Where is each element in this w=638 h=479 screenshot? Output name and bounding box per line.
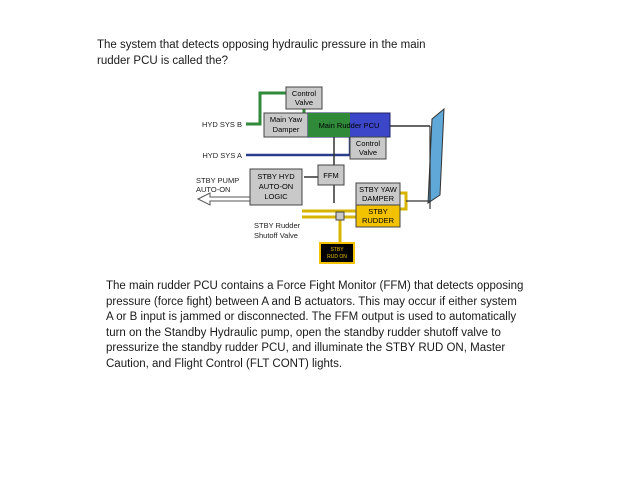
explanation-line: Caution, and Flight Control (FLT CONT) l…: [106, 357, 343, 370]
shutoff-valve-icon: [335, 211, 345, 221]
main-yaw-damper-box: Main Yaw Damper: [263, 112, 309, 138]
svg-text:Valve: Valve: [359, 148, 377, 157]
explanation-line: The main rudder PCU contains a Force Fig…: [106, 280, 524, 292]
hinge-lines: [406, 126, 431, 209]
stby-pump-label: STBY PUMP: [196, 176, 239, 185]
svg-text:STBY YAW: STBY YAW: [359, 185, 398, 194]
explanation-line: pressurize the standby rudder PCU, and i…: [106, 342, 506, 354]
stby-rudder-box: STBY RUDDER: [355, 204, 401, 228]
stby-hyd-logic-box: STBY HYD AUTO-ON LOGIC: [249, 168, 303, 206]
svg-text:STBY: STBY: [368, 207, 388, 216]
hydraulic-rudder-diagram: Control Valve Main Yaw Damper Main Rudde…: [196, 86, 445, 264]
question-line: rudder PCU is called the?: [97, 55, 229, 67]
main-rudder-pcu-box: Main Rudder PCU: [307, 112, 391, 138]
rudder-surface: [427, 107, 445, 204]
explanation-line: turn on the Standby Hydraulic pump, open…: [106, 326, 501, 339]
control-valve-top-box: Control Valve: [285, 86, 323, 110]
svg-text:Valve: Valve: [295, 98, 313, 107]
explanation-text: The main rudder PCU contains a Force Fig…: [106, 279, 576, 372]
ffm-box: FFM: [317, 164, 345, 186]
stby-pump-arrow: [196, 192, 251, 206]
hyd-sys-b-label: HYD SYS B: [202, 120, 242, 129]
svg-text:Control: Control: [356, 139, 381, 148]
signal-lines: [304, 125, 430, 203]
svg-text:Damper: Damper: [273, 125, 300, 134]
svg-text:FFM: FFM: [323, 171, 338, 180]
stby-yaw-damper-box: STBY YAW DAMPER: [355, 182, 401, 206]
svg-text:AUTO-ON: AUTO-ON: [259, 182, 293, 191]
question-text: The system that detects opposing hydraul…: [97, 37, 477, 69]
svg-text:Main Yaw: Main Yaw: [270, 115, 303, 124]
svg-text:STBY: STBY: [330, 247, 344, 253]
svg-text:Control: Control: [292, 89, 317, 98]
svg-text:STBY HYD: STBY HYD: [257, 172, 295, 181]
svg-text:DAMPER: DAMPER: [362, 194, 395, 203]
control-valve-bottom-box: Control Valve: [349, 136, 387, 160]
stby-pump-label: AUTO-ON: [196, 185, 230, 194]
hyd-sys-a-label: HYD SYS A: [202, 151, 242, 160]
stby-rudder-shutoff-label: STBY Rudder: [254, 221, 301, 230]
stby-rud-on-light: STBY RUD ON: [319, 242, 355, 264]
svg-text:RUD ON: RUD ON: [327, 254, 347, 260]
svg-text:LOGIC: LOGIC: [264, 192, 288, 201]
explanation-line: pressure (force fight) between A and B a…: [106, 295, 517, 308]
explanation-line: A or B input is jammed or disconnected. …: [106, 311, 517, 323]
svg-text:Main Rudder PCU: Main Rudder PCU: [319, 121, 380, 130]
question-line: The system that detects opposing hydraul…: [97, 39, 426, 51]
svg-text:RUDDER: RUDDER: [362, 216, 395, 225]
stby-rudder-shutoff-label: Shutoff Valve: [254, 231, 298, 240]
